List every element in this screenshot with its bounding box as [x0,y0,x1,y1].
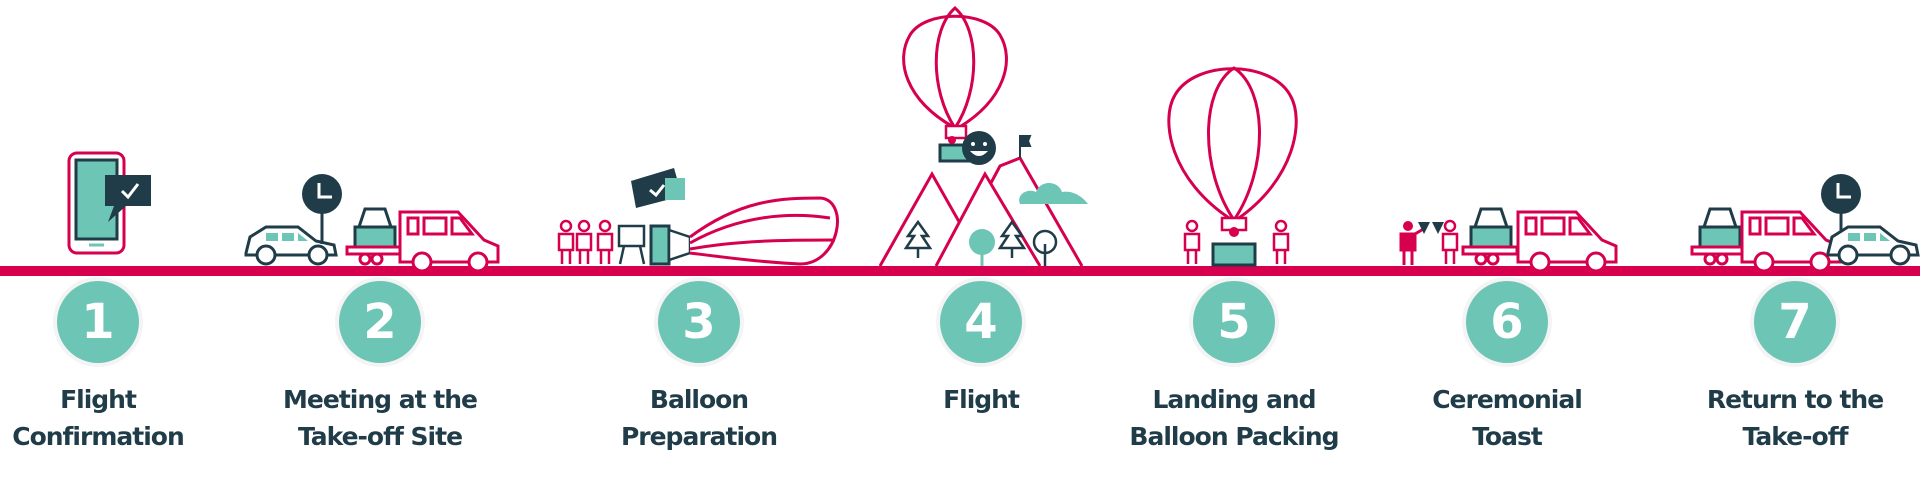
step-number-badge: 2 [339,281,421,363]
step-number-badge: 3 [658,281,740,363]
phone-confirmation-icon [67,151,151,255]
step-label: Flight [831,381,1131,418]
step-label-line: Balloon [649,385,749,414]
step-label-line: Toast [1472,422,1543,451]
step-number-badge: 7 [1754,281,1836,363]
step-label-line: Flight [943,385,1020,414]
step-label-line: Landing and [1152,385,1316,414]
balloon-landing-icon [1167,66,1298,267]
step-number-badge: 4 [940,281,1022,363]
step-label-line: Ceremonial [1432,385,1583,414]
step-label-line: Take-off Site [297,422,463,451]
balloon-mountains-icon [878,5,1088,267]
step-label-line: Take-off [1742,422,1849,451]
step-label-line: Confirmation [12,422,185,451]
step-label-line: Flight [60,385,137,414]
step-number-badge: 1 [57,281,139,363]
step-label-line: Preparation [620,422,778,451]
step-4: 4 Flight [831,281,1131,418]
car-van-clock-icon [244,172,500,273]
step-number-badge: 6 [1466,281,1548,363]
balloon-inflation-icon [557,168,839,266]
step-label-line: Meeting at the [283,385,478,414]
step-number-badge: 5 [1193,281,1275,363]
step-label-line: Return to the [1706,385,1884,414]
timeline-line [0,266,1920,276]
toast-van-icon [1399,207,1618,273]
step-label-line: Balloon Packing [1129,422,1339,451]
van-car-clock-icon [1690,172,1920,273]
